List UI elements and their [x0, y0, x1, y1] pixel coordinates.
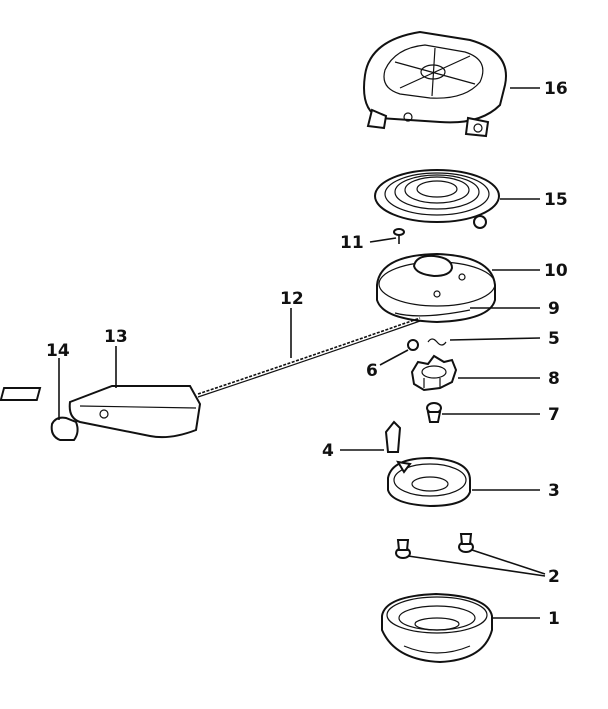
label-7: 7 — [548, 405, 560, 425]
leader-lines — [58, 87, 546, 619]
label-14: 14 — [46, 341, 70, 361]
label-16: 16 — [544, 79, 568, 99]
label-10: 10 — [544, 261, 568, 281]
label-8: 8 — [548, 369, 560, 389]
label-2: 2 — [548, 567, 560, 587]
part-5-spring-clip — [427, 338, 447, 346]
part-7-screw — [426, 402, 442, 423]
label-3: 3 — [548, 481, 560, 501]
part-14-handle-insert — [50, 416, 79, 441]
part-3-cup — [387, 456, 471, 508]
part-13-handle — [0, 385, 202, 439]
label-11: 11 — [340, 233, 364, 253]
label-12: 12 — [280, 289, 304, 309]
label-9: 9 — [548, 299, 560, 319]
part-15-recoil-spring — [374, 169, 500, 229]
part-10-pulley — [376, 252, 496, 324]
label-5: 5 — [548, 329, 560, 349]
part-11-screw — [393, 228, 405, 244]
part-2-screws — [395, 533, 474, 559]
part-1-base-collar — [381, 592, 493, 664]
part-16-housing-cover — [363, 30, 507, 138]
part-6-ball — [407, 339, 419, 351]
part-4-pawl — [384, 420, 402, 453]
label-15: 15 — [544, 190, 568, 210]
label-13: 13 — [104, 327, 128, 347]
part-12-starter-rope — [197, 317, 421, 398]
label-6: 6 — [366, 361, 378, 381]
part-8-ratchet — [410, 354, 458, 392]
label-1: 1 — [548, 609, 560, 629]
label-4: 4 — [322, 441, 334, 461]
part-9-rope-end — [394, 309, 471, 317]
